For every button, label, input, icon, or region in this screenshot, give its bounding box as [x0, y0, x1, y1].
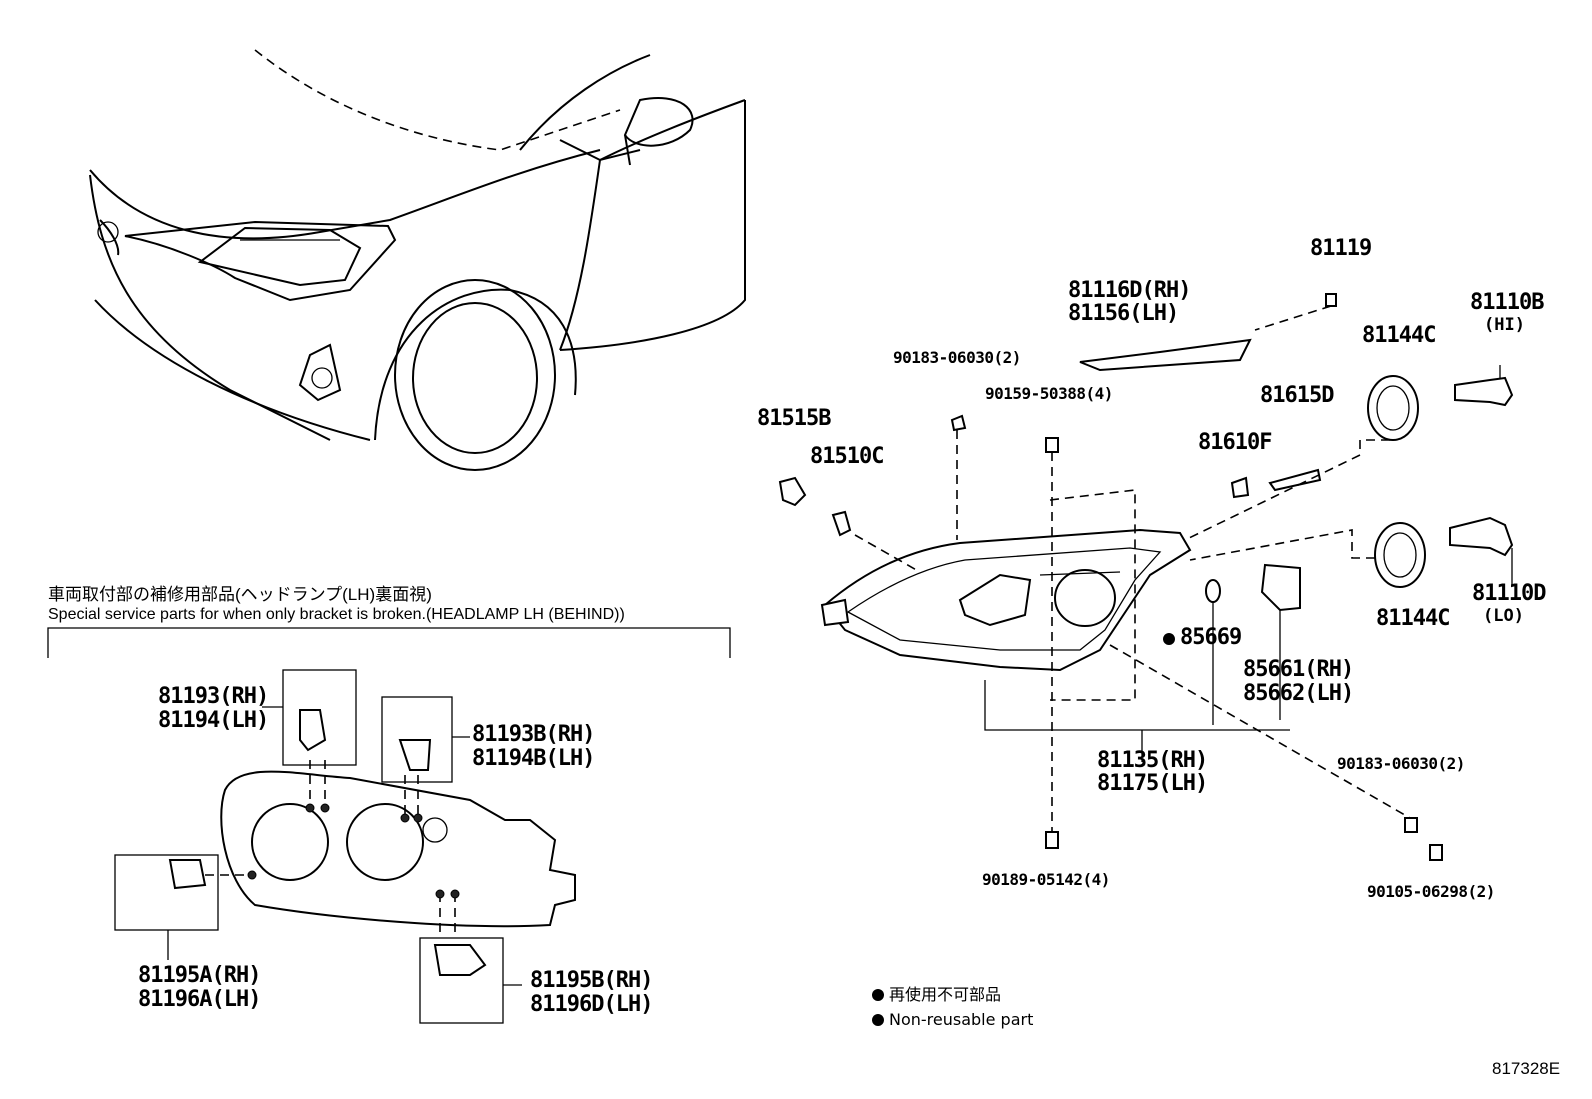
part-81194-lh[interactable]: 81194(LH)	[158, 708, 269, 733]
bracket-section	[47, 627, 731, 1024]
non-reusable-marker-icon	[872, 989, 884, 1001]
part-81135-rh[interactable]: 81135(RH)	[1097, 748, 1208, 773]
part-85669[interactable]: 85669	[1163, 627, 1242, 649]
part-85662-lh[interactable]: 85662(LH)	[1243, 681, 1354, 706]
legend-jp: 再使用不可部品	[872, 987, 1001, 1003]
part-81110b-hi-note: (HI)	[1484, 315, 1525, 335]
part-90159-50388[interactable]: 90159-50388(4)	[985, 384, 1113, 403]
part-81615d[interactable]: 81615D	[1260, 383, 1334, 408]
part-90189-05142[interactable]: 90189-05142(4)	[982, 870, 1110, 889]
diagram-reference-code: 817328E	[1492, 1059, 1561, 1078]
part-81144c-bottom[interactable]: 81144C	[1376, 606, 1450, 631]
part-81156-lh[interactable]: 81156(LH)	[1068, 301, 1179, 326]
section-title-jp: 車両取付部の補修用部品(ヘッドランプ(LH)裏面視)	[48, 585, 432, 604]
part-85661-rh[interactable]: 85661(RH)	[1243, 657, 1354, 682]
part-81144c-top[interactable]: 81144C	[1362, 323, 1436, 348]
part-81193b-rh[interactable]: 81193B(RH)	[472, 722, 595, 747]
part-81510c[interactable]: 81510C	[810, 444, 884, 469]
part-81119[interactable]: 81119	[1310, 236, 1372, 261]
legend-en: Non-reusable part	[872, 1012, 1033, 1028]
vehicle-front-illustration	[89, 49, 746, 471]
non-reusable-marker-icon	[1163, 633, 1175, 645]
part-90183-06030-top[interactable]: 90183-06030(2)	[893, 348, 1021, 367]
part-81110b[interactable]: 81110B	[1470, 290, 1544, 315]
part-81110d-lo-note: (LO)	[1483, 606, 1524, 626]
part-81195a-rh[interactable]: 81195A(RH)	[138, 963, 261, 988]
part-81116d-rh[interactable]: 81116D(RH)	[1068, 278, 1191, 303]
non-reusable-marker-icon	[872, 1014, 884, 1026]
part-81194b-lh[interactable]: 81194B(LH)	[472, 746, 595, 771]
part-90183-06030-bottom[interactable]: 90183-06030(2)	[1337, 754, 1465, 773]
part-81515b[interactable]: 81515B	[757, 406, 831, 431]
part-81195b-rh[interactable]: 81195B(RH)	[530, 968, 653, 993]
headlamp-assembly-illustration	[778, 293, 1514, 861]
part-81193-rh[interactable]: 81193(RH)	[158, 684, 269, 709]
part-81175-lh[interactable]: 81175(LH)	[1097, 771, 1208, 796]
part-81110d[interactable]: 81110D	[1472, 581, 1546, 606]
section-title-en: Special service parts for when only brac…	[48, 606, 625, 623]
part-81196d-lh[interactable]: 81196D(LH)	[530, 992, 653, 1017]
part-81610f[interactable]: 81610F	[1198, 430, 1272, 455]
part-90105-06298[interactable]: 90105-06298(2)	[1367, 882, 1495, 901]
part-81196a-lh[interactable]: 81196A(LH)	[138, 987, 261, 1012]
